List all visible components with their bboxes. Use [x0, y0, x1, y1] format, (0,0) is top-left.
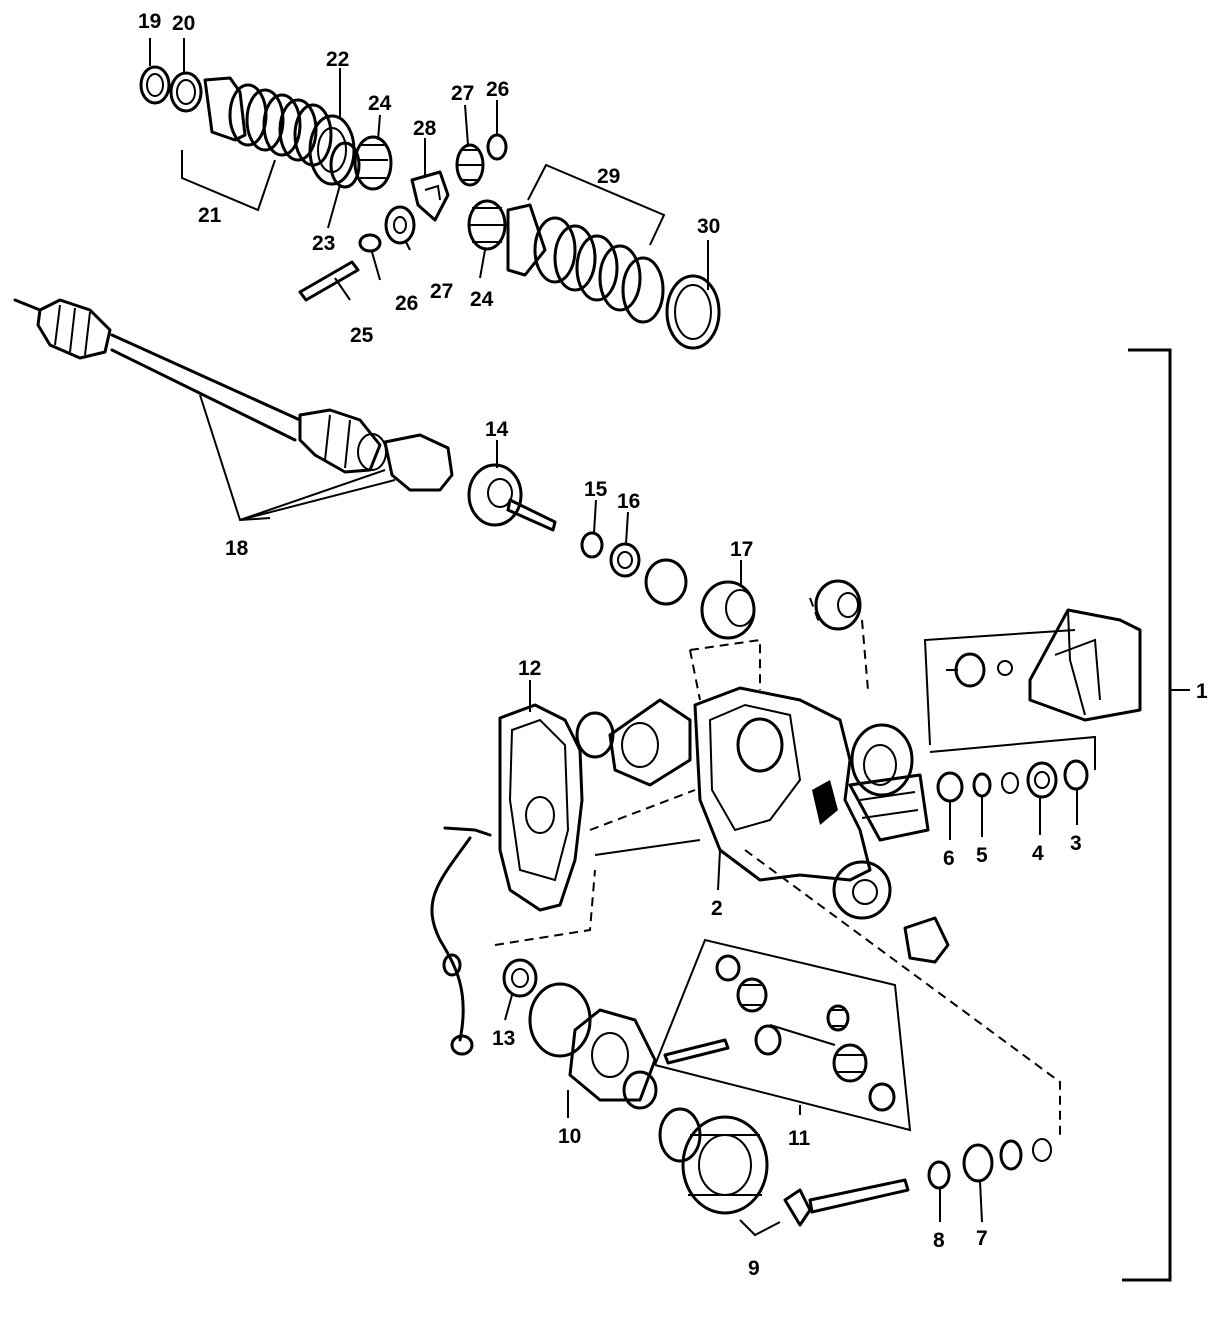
label-17: 17	[730, 538, 753, 561]
label-26-upper: 26	[486, 78, 509, 101]
label-30: 30	[697, 215, 720, 238]
washer-5b	[1001, 772, 1019, 794]
label-7: 7	[976, 1227, 988, 1250]
pinion-shaft-block-28	[410, 170, 450, 222]
label-12: 12	[518, 657, 541, 680]
seal-6	[936, 771, 964, 803]
label-21: 21	[198, 204, 222, 227]
label-24-lower: 24	[470, 288, 494, 311]
label-4: 4	[1032, 842, 1044, 865]
carrier-block	[575, 698, 692, 787]
bracket-3-6	[929, 735, 1096, 770]
label-28: 28	[413, 117, 437, 140]
leader-lines	[149, 38, 1078, 1223]
pinion-bearing-8	[927, 1160, 951, 1190]
label-1: 1	[1196, 680, 1208, 703]
label-2: 2	[711, 897, 723, 920]
flange-14	[467, 463, 557, 532]
label-3: 3	[1070, 832, 1082, 855]
label-13: 13	[492, 1027, 515, 1050]
label-9: 9	[748, 1257, 760, 1280]
label-15: 15	[584, 478, 608, 501]
side-gear-24-upper	[353, 135, 393, 191]
ring-30	[665, 274, 721, 350]
washer-5	[972, 772, 992, 798]
washer-7c	[1032, 1138, 1052, 1162]
bracket-21	[181, 150, 276, 212]
label-23: 23	[312, 232, 335, 255]
dash-13	[494, 869, 596, 946]
label-25: 25	[350, 324, 374, 347]
washer-7b	[999, 1139, 1023, 1171]
mount-bracket	[923, 608, 1142, 746]
bearing-17	[700, 580, 756, 640]
label-27-lower: 27	[430, 280, 453, 303]
nut-15	[580, 531, 604, 559]
cover-12	[498, 703, 701, 912]
seal-16	[609, 542, 641, 578]
label-24-upper: 24	[368, 92, 392, 115]
gear-kit-11	[654, 938, 912, 1132]
bushing-lower	[832, 860, 950, 964]
label-14: 14	[485, 418, 509, 441]
label-22: 22	[326, 48, 349, 71]
label-20: 20	[172, 12, 195, 35]
side-gear-24-lower	[467, 199, 507, 251]
spacer-23	[329, 141, 361, 189]
pinion-27-upper	[455, 143, 485, 187]
dash-housing-lower	[744, 849, 1061, 1140]
label-16: 16	[617, 490, 640, 513]
ring-3	[1063, 759, 1089, 791]
clutch-pack-21	[203, 76, 333, 167]
ring-gear-9	[658, 1107, 910, 1237]
carrier-10	[528, 982, 658, 1110]
label-6: 6	[943, 847, 955, 870]
label-19: 19	[138, 10, 161, 33]
bearing-13	[502, 958, 538, 998]
pin-25	[298, 260, 360, 302]
bracket-1	[1122, 348, 1172, 1282]
washer-26-lower	[358, 233, 382, 253]
label-27-upper: 27	[451, 82, 474, 105]
washer-26-upper	[486, 133, 508, 161]
ring-20	[169, 71, 203, 113]
label-11: 11	[788, 1127, 811, 1150]
bearing-4	[1026, 761, 1058, 799]
label-29: 29	[597, 165, 620, 188]
label-5: 5	[976, 844, 988, 867]
bushing-upper	[809, 579, 869, 691]
label-18: 18	[225, 537, 249, 560]
label-26-lower: 26	[395, 292, 418, 315]
oring-spacer	[644, 558, 688, 606]
label-10: 10	[558, 1125, 581, 1148]
housing-2	[689, 638, 930, 882]
bearing-7	[962, 1143, 994, 1183]
label-8: 8	[933, 1229, 945, 1252]
pinion-27-lower	[384, 205, 416, 245]
sensor-wire	[430, 826, 492, 1056]
clutch-pack-29	[506, 163, 666, 324]
ring-19	[139, 65, 171, 105]
axle-shaft-18	[13, 298, 454, 522]
